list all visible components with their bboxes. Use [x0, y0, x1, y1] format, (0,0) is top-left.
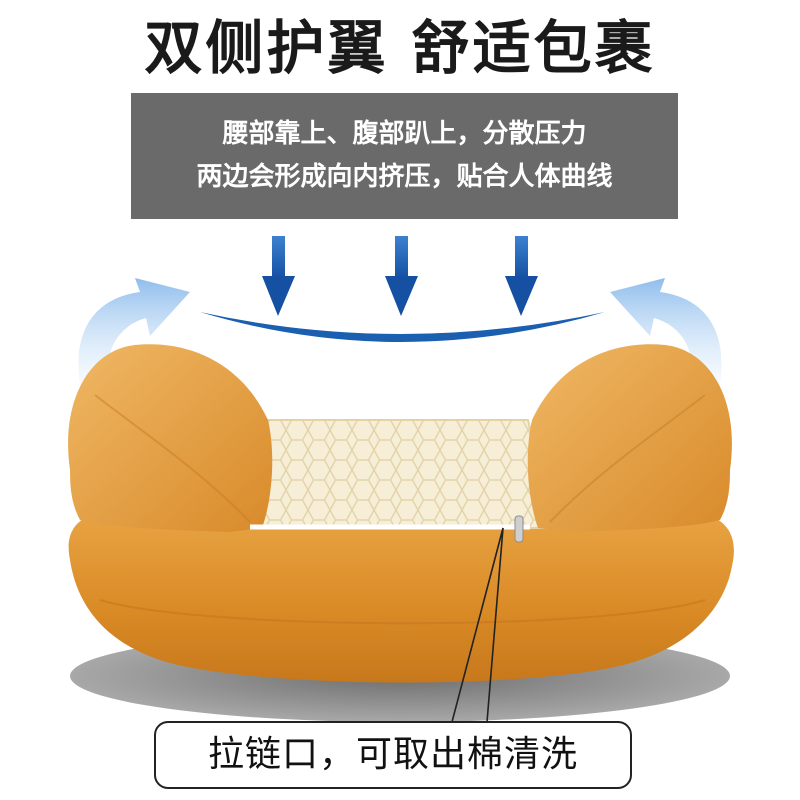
left-wing-seam [94, 394, 251, 523]
mesh-panel [236, 419, 562, 529]
base-seam [99, 599, 706, 625]
down-arrow-center [385, 236, 418, 316]
pillow-base [68, 508, 734, 683]
pressure-curve [200, 312, 605, 342]
zipper-callout-text: 拉链口，可取出棉清洗 [207, 734, 578, 775]
callout-line-right [486, 527, 504, 723]
right-wing-seam [549, 394, 706, 523]
right-wing [527, 344, 732, 532]
down-arrow-left [262, 236, 295, 316]
callout-line-left [451, 527, 504, 723]
info-line-1: 腰部靠上、腹部趴上，分散压力 [222, 119, 587, 149]
left-wing [68, 344, 273, 532]
zipper [250, 515, 530, 543]
zipper-callout-box: 拉链口，可取出棉清洗 [154, 721, 632, 789]
down-arrow-right [505, 236, 538, 316]
info-line-2: 两边会形成向内挤压，贴合人体曲线 [196, 162, 613, 192]
info-box: 腰部靠上、腹部趴上，分散压力 两边会形成向内挤压，贴合人体曲线 [131, 93, 678, 219]
headline: 双侧护翼 舒适包裹 [144, 14, 656, 82]
